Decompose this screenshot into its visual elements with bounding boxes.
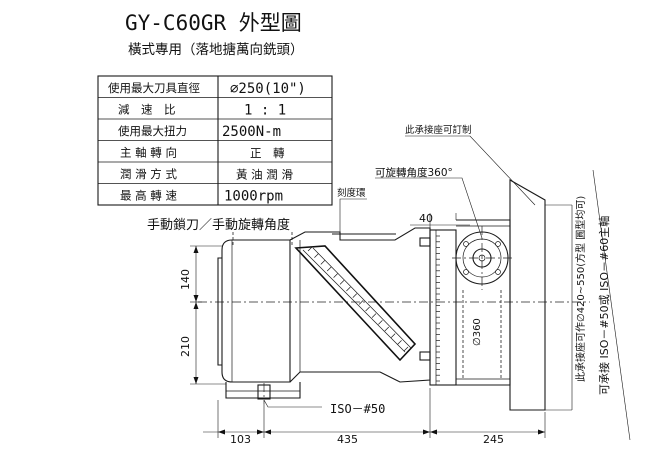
dim-103: 103 <box>230 433 251 446</box>
label-iso-50: ISO－#50 <box>330 402 385 416</box>
dim-435: 435 <box>337 433 358 446</box>
spec-label-max-tool-diameter: 使用最大刀具直徑 <box>108 81 200 95</box>
leader-lines <box>263 135 536 408</box>
dimension-lines <box>190 213 546 438</box>
scale-tick <box>326 266 332 272</box>
spec-label-spindle-direction: 主 軸 轉 向 <box>120 146 177 160</box>
adapter-bracket <box>545 169 631 441</box>
scale-tick <box>371 313 377 318</box>
label-adapter-size-note: 此承接座可作∅420∼550(方型 圓型均可) <box>574 196 587 382</box>
scale-tick <box>365 306 370 312</box>
spec-value-max-torque: 2500N-m <box>222 124 281 140</box>
spec-label-lubrication: 潤 滑 方 式 <box>120 167 177 181</box>
scale-tick <box>384 326 390 332</box>
scale-tick <box>346 286 351 292</box>
drawing-title: GY-C60GR 外型圖 <box>125 11 302 35</box>
label-manual-lock: 手動鎖刀／手動旋轉角度 <box>147 217 290 233</box>
dim-245: 245 <box>483 433 504 446</box>
spec-value-max-tool-diameter: ∅250(10") <box>230 81 306 97</box>
label-diameter-360: ∅360 <box>472 318 483 346</box>
label-taper-options: 可承接 ISO－#50或 ISO－#60主軸 <box>597 216 611 395</box>
scale-tick <box>390 333 396 338</box>
scale-tick <box>307 246 313 252</box>
dim-210: 210 <box>179 336 192 357</box>
spec-value-max-speed: 1000rpm <box>224 189 283 205</box>
spec-value-reduction-ratio: 1 : 1 <box>244 103 286 119</box>
dim-40: 40 <box>419 212 433 225</box>
scale-tick <box>333 273 338 278</box>
spec-value-lubrication: 黃 油 潤 滑 <box>236 168 293 182</box>
scale-tick <box>358 300 364 305</box>
scale-tick <box>352 293 358 298</box>
spec-label-reduction-ratio: 減 速 比 <box>118 103 176 117</box>
label-rotate-angle: 可旋轉角度360° <box>375 166 453 179</box>
milling-head-outline <box>198 179 590 411</box>
spec-value-spindle-direction: 正 轉 <box>250 146 285 160</box>
scale-tick <box>378 320 383 325</box>
scale-tick <box>339 280 345 285</box>
label-adapter-custom: 此承接座可訂制 <box>405 124 472 136</box>
scale-tick <box>314 253 319 258</box>
scale-tick <box>403 346 409 352</box>
drawing-subtitle: 橫式專用（落地搪萬向銑頭） <box>128 41 304 58</box>
spec-label-max-torque: 使用最大扭力 <box>118 124 187 138</box>
scale-tick <box>397 340 402 345</box>
spec-label-max-speed: 最 高 轉 速 <box>120 189 177 203</box>
label-scale-ring: 刻度環 <box>337 187 366 199</box>
dim-140: 140 <box>179 269 192 290</box>
spec-table: 使用最大刀具直徑 ∅250(10") 減 速 比 1 : 1 使用最大扭力 25… <box>97 75 333 206</box>
scale-tick <box>320 260 326 265</box>
